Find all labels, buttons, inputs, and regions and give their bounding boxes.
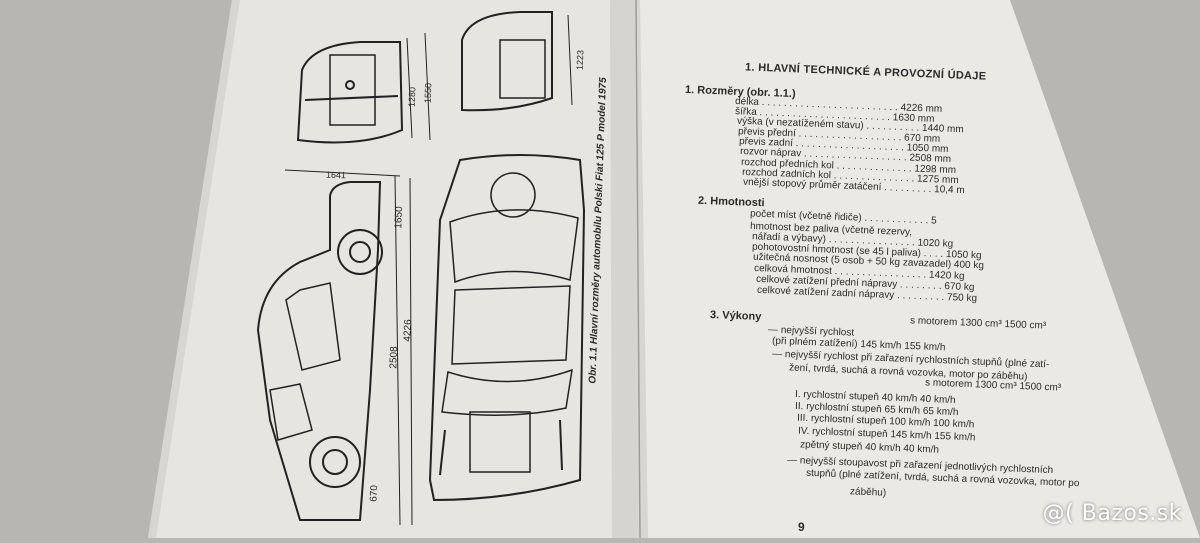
list-item: záběhu)	[849, 486, 887, 499]
dim-2508: 2508	[388, 346, 401, 369]
left-page	[148, 0, 636, 538]
section-title-performance: 3. Výkony	[709, 309, 762, 323]
dim-4226: 4226	[402, 319, 415, 342]
page-number: 9	[798, 520, 805, 534]
car-top-view	[428, 154, 586, 502]
dim-1550: 1550	[422, 82, 434, 104]
car-rear-view	[461, 11, 573, 112]
watermark: @( Bazos.sk	[1042, 501, 1182, 526]
dim-1223: 1223	[574, 49, 586, 71]
dim-1641: 1641	[325, 169, 347, 181]
right-page	[634, 0, 1200, 538]
dim-1280: 1280	[406, 86, 418, 108]
section-title-masses: 2. Hmotnosti	[697, 194, 765, 210]
car-side-view	[256, 169, 413, 526]
dim-1650: 1650	[393, 206, 406, 229]
dim-670: 670	[368, 484, 381, 503]
car-front-view	[296, 32, 431, 144]
